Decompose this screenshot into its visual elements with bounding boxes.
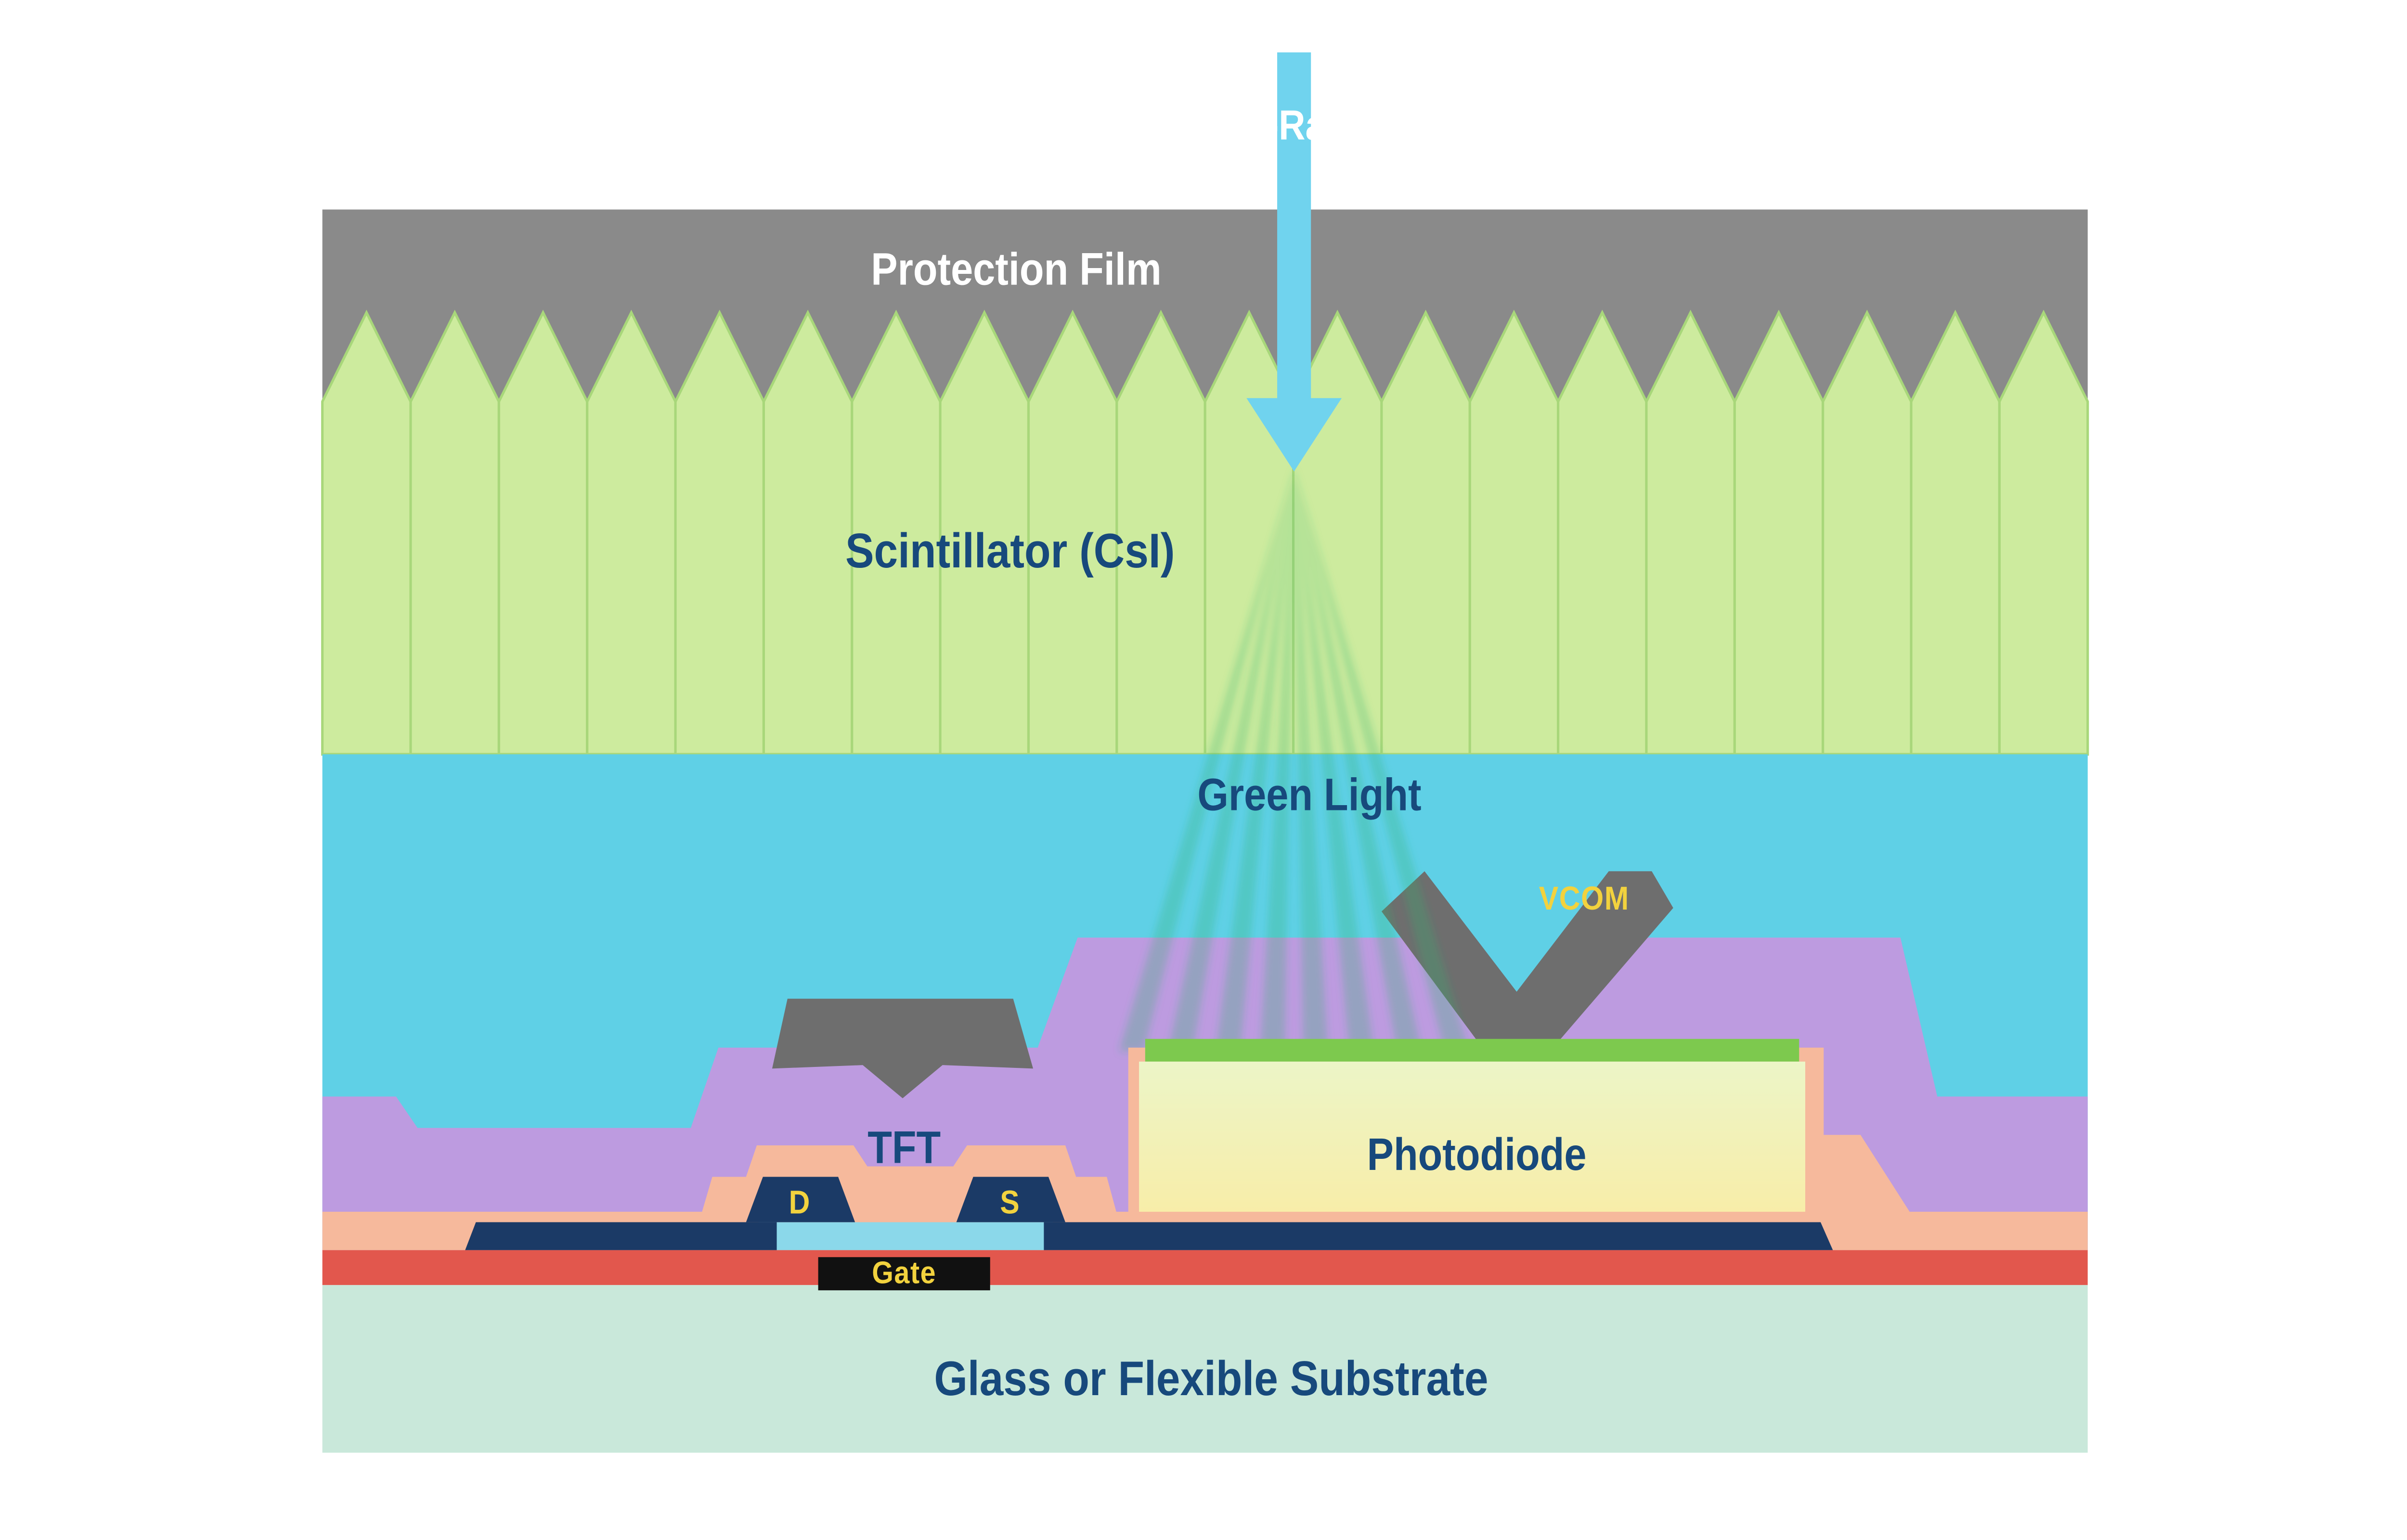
photodiode [1128, 1039, 1824, 1230]
scintillator-column [409, 309, 500, 756]
tft-top-electrode [772, 999, 1034, 1099]
data-line-left [465, 1222, 777, 1250]
scintillator-column [1380, 309, 1471, 756]
xray-arrow [1246, 52, 1342, 472]
drain-label: D [789, 1183, 811, 1221]
gate-insulator-layer [322, 1250, 2088, 1285]
photodiode-label: Photodiode [1367, 1129, 1587, 1180]
substrate-layer [322, 1285, 2088, 1453]
source-label: S [1000, 1183, 1020, 1221]
scintillator-column [1910, 309, 2001, 756]
tft-source-electrode [956, 1177, 1066, 1222]
protection-film-label: Protection Film [871, 244, 1161, 294]
photodiode-right-step [1820, 1135, 1934, 1250]
scintillator-column [762, 309, 854, 756]
xray-arrow-shaft [1277, 52, 1311, 402]
photodiode-top-contact [1145, 1039, 1799, 1062]
green-light-label: Green Light [1197, 769, 1421, 820]
gate-label: Gate [872, 1255, 936, 1290]
scintillator-label: Scintillator (CsI) [845, 524, 1175, 578]
scintillator-column [321, 309, 412, 756]
scintillator-column [1822, 309, 1913, 756]
vcom-label: VCOM [1539, 880, 1630, 917]
scintillator-column [1557, 309, 1648, 756]
photodiode-body [1139, 1061, 1805, 1216]
scintillator-columns [321, 309, 2089, 756]
labels: X-Ray Protection Film Scintillator (CsI)… [789, 103, 1630, 1406]
data-line-right [1044, 1222, 1833, 1250]
scintillator-column [1645, 309, 1736, 756]
xray-label: X-Ray [1242, 103, 1346, 149]
substrate-label: Glass or Flexible Substrate [934, 1351, 1488, 1406]
tft-channel [758, 1222, 1053, 1250]
tft-label: TFT [867, 1122, 941, 1172]
xray-arrow-head [1246, 398, 1342, 472]
tft-gate-electrode [818, 1257, 990, 1291]
vcom-electrode [1381, 871, 1673, 1065]
tft-drain-electrode [746, 1177, 855, 1222]
scintillator-column [497, 309, 589, 756]
scintillator-column [674, 309, 765, 756]
protection-film-layer [322, 209, 2088, 402]
scintillator-column [1998, 309, 2089, 756]
scintillator-column [586, 309, 677, 756]
scintillator-column [1733, 309, 1825, 756]
scintillator-column [1468, 309, 1560, 756]
